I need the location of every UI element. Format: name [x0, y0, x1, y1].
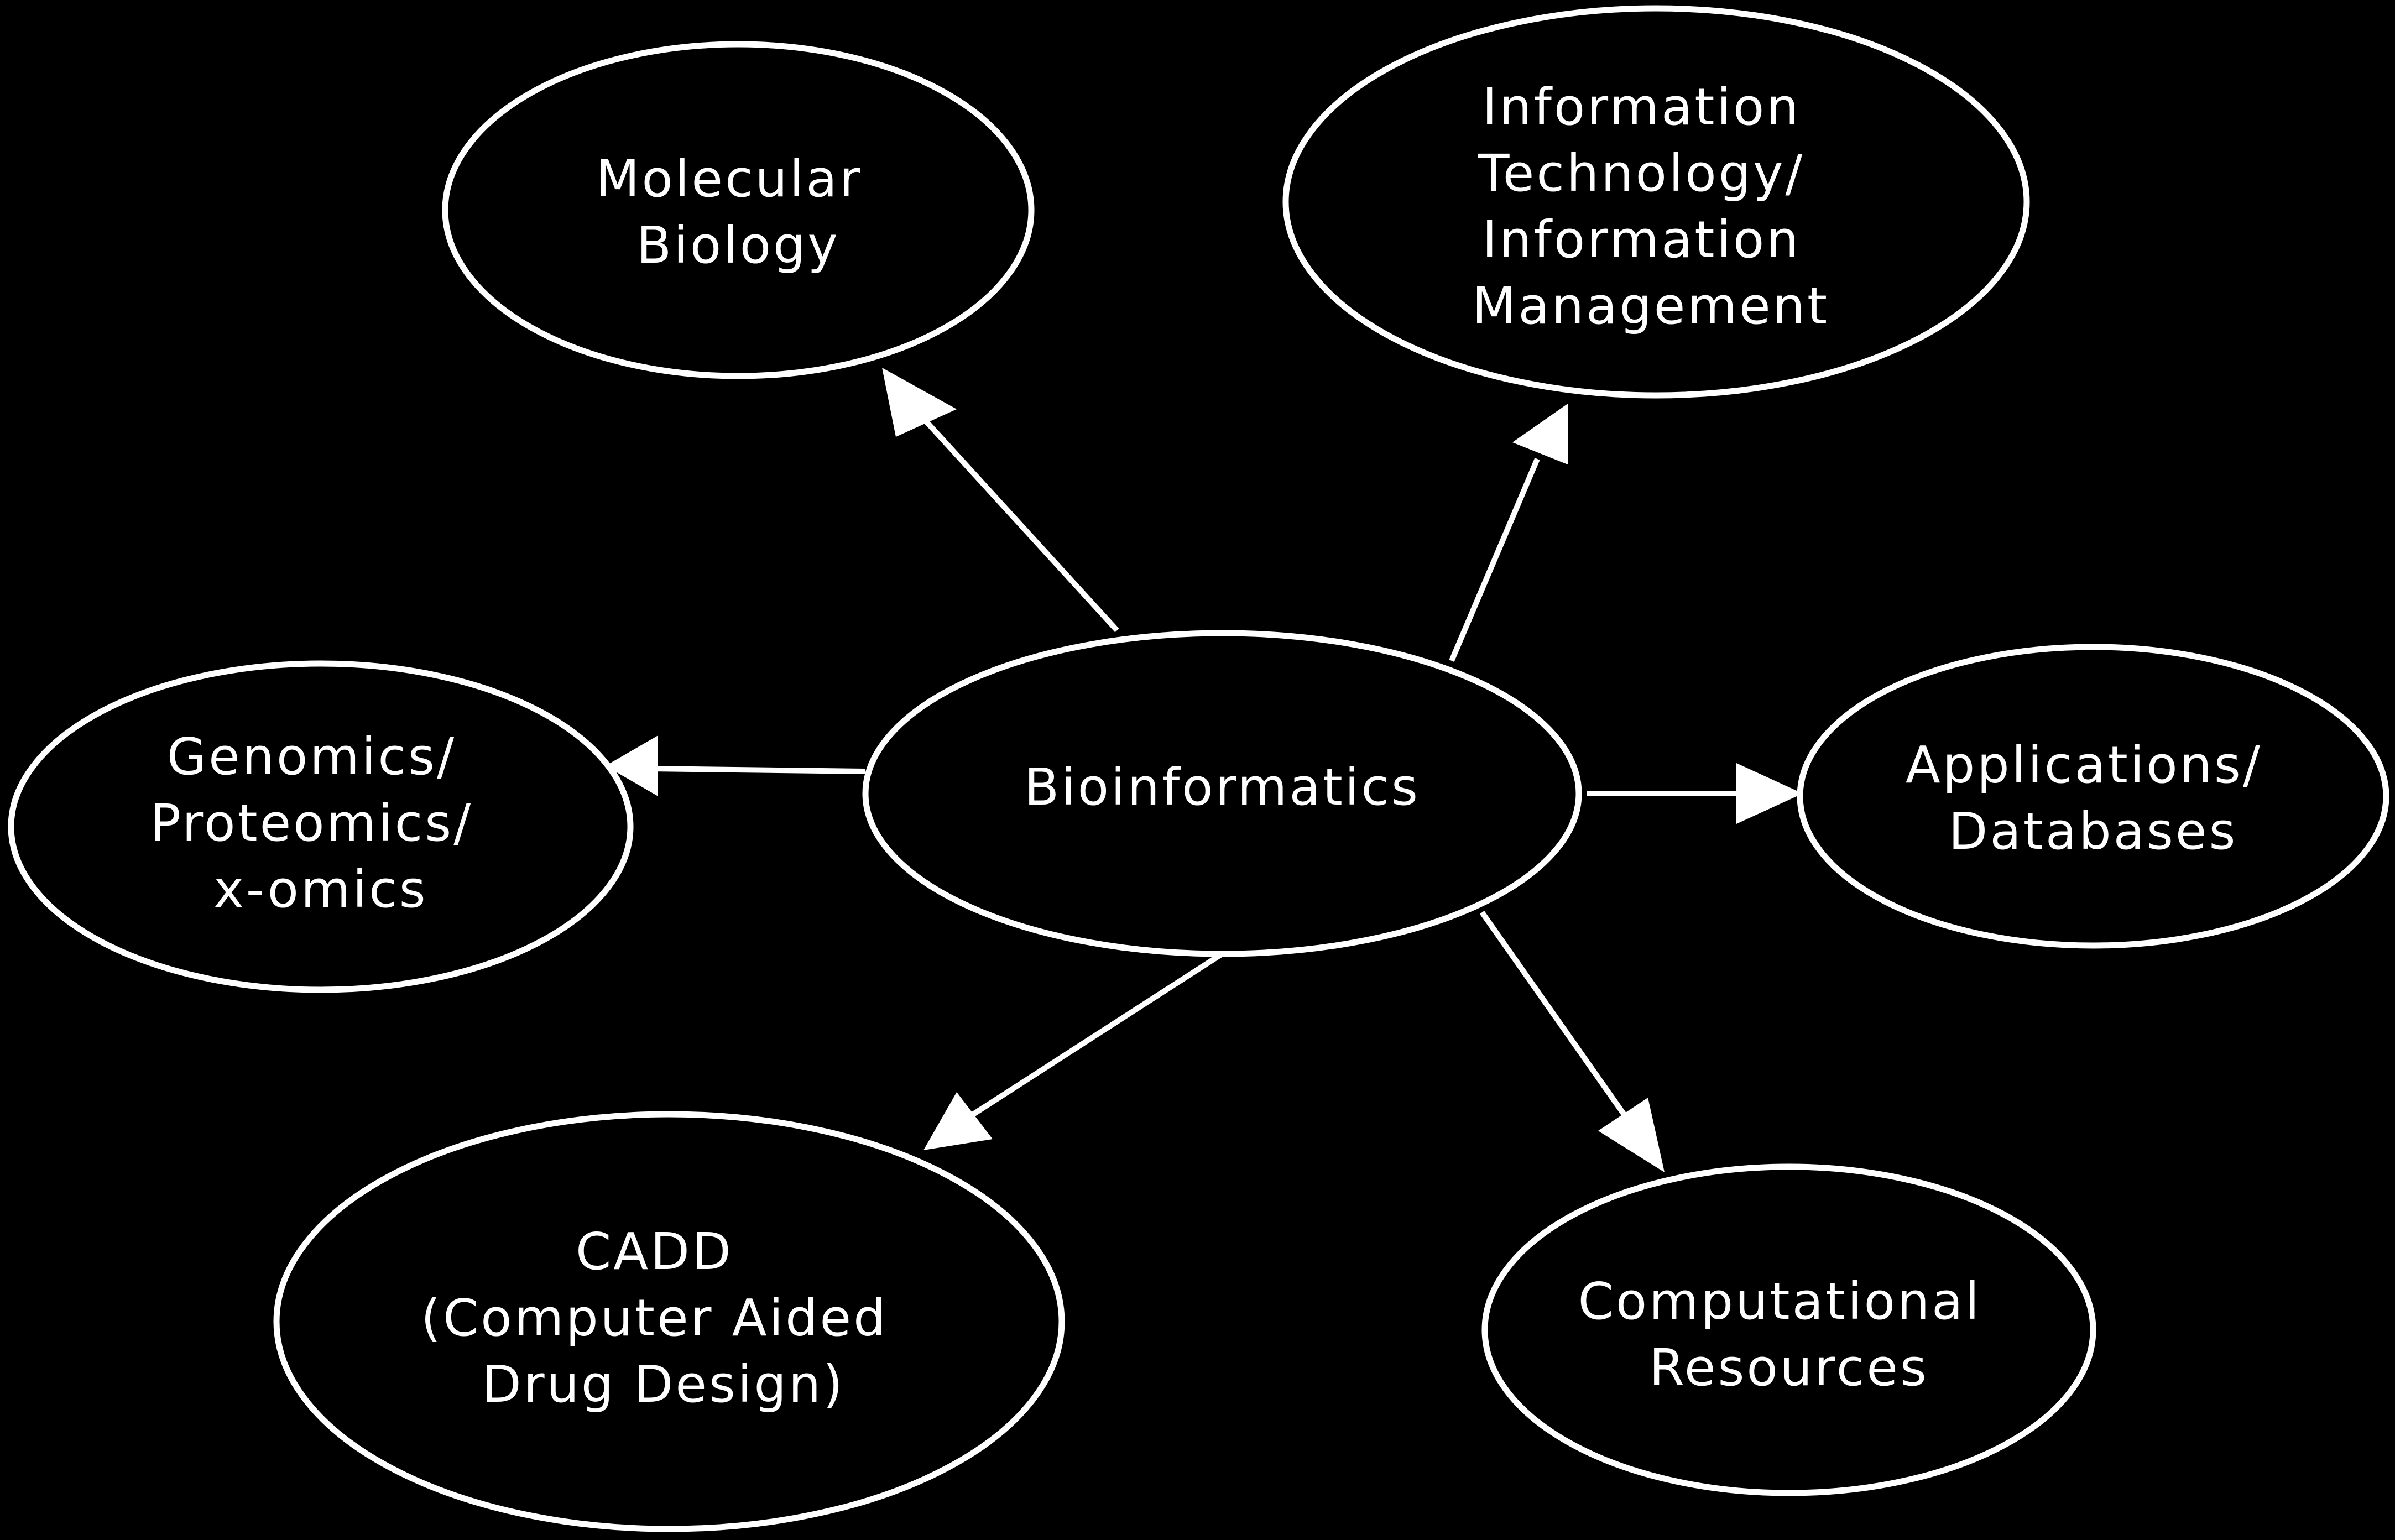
node-label-genomics: Genomics/ Proteomics/ x-omics — [150, 727, 492, 919]
node-line: Drug Design) — [482, 1355, 845, 1414]
node-line: Applications/ — [1906, 735, 2262, 795]
edges — [606, 368, 1803, 1172]
node-line: CADD — [576, 1222, 733, 1281]
node-line: Information — [1482, 210, 1801, 269]
node-label-computational: Computational Resources — [1578, 1272, 2000, 1397]
node-line: Biology — [636, 216, 840, 275]
node-line: Information — [1482, 77, 1801, 137]
node-genomics: Genomics/ Proteomics/ x-omics — [8, 660, 634, 993]
node-label-cadd: CADD (Computer Aided Drug Design) — [421, 1222, 906, 1414]
arrow-center-to-applications — [1587, 763, 1803, 824]
node-applications: Applications/ Databases — [1797, 644, 2389, 949]
node-label-applications: Applications/ Databases — [1906, 735, 2281, 861]
node-line: x-omics — [213, 860, 427, 919]
node-line: Management — [1472, 276, 1829, 336]
arrow-center-to-cadd — [923, 951, 1224, 1150]
node-line: Molecular — [596, 149, 862, 208]
node-line: Genomics/ — [167, 727, 456, 786]
node-line: Proteomics/ — [150, 794, 473, 853]
node-computational: Computational Resources — [1481, 1163, 2096, 1496]
node-cadd: CADD (Computer Aided Drug Design) — [273, 1111, 1065, 1532]
node-molecular-biology: Molecular Biology — [442, 41, 1035, 379]
node-label-molecular-biology: Molecular Biology — [596, 149, 881, 275]
arrow-center-to-computational — [1479, 911, 1665, 1172]
node-bioinformatics: Bioinformatics — [862, 630, 1582, 957]
arrow-center-to-genomics — [606, 735, 866, 796]
node-line: Databases — [1949, 802, 2238, 861]
node-line: Resources — [1649, 1338, 1929, 1397]
node-label-bioinformatics: Bioinformatics — [1024, 758, 1420, 817]
node-line: Technology/ — [1478, 144, 1804, 203]
node-line: Computational — [1578, 1272, 1981, 1331]
node-line: (Computer Aided — [421, 1288, 888, 1348]
node-label-information-technology: Information Technology/ Information Mana… — [1472, 77, 1829, 336]
node-information-technology: Information Technology/ Information Mana… — [1282, 5, 2030, 399]
arrow-center-to-molecular-biology — [882, 368, 1119, 633]
node-line: Bioinformatics — [1024, 758, 1420, 817]
arrow-center-to-information-technology — [1449, 404, 1568, 662]
